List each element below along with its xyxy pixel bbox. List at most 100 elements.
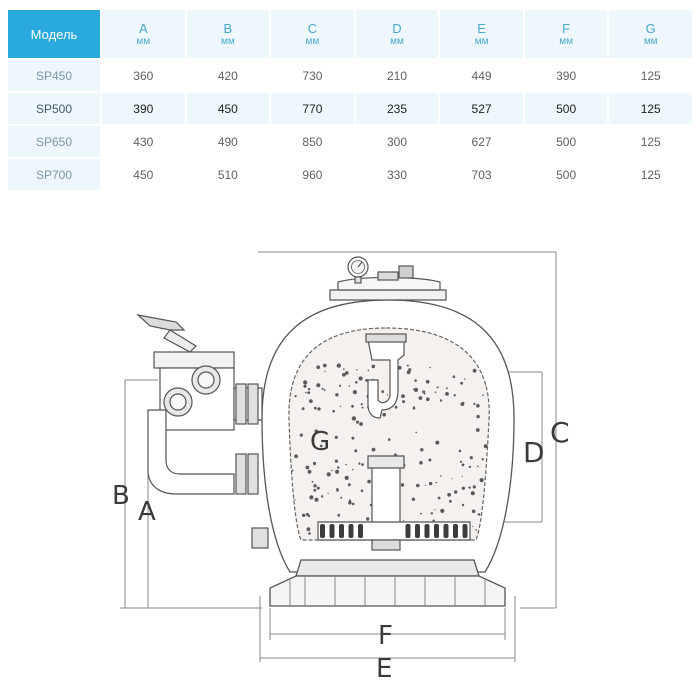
sand-grain <box>309 495 314 500</box>
sand-grain <box>356 369 358 371</box>
sand-grain <box>460 381 464 385</box>
table-cell: 125 <box>609 159 692 190</box>
table-cell: 850 <box>271 126 354 157</box>
sand-grain <box>303 380 308 385</box>
dimension-label-c: C <box>550 416 570 449</box>
sand-grain <box>459 460 463 463</box>
sand-grain <box>479 478 484 483</box>
sand-grain <box>451 478 453 480</box>
multiport-valve <box>136 314 269 549</box>
table-header-model: Модель <box>8 10 100 58</box>
sand-grain <box>339 405 342 408</box>
sand-grain <box>325 444 328 447</box>
sand-grain <box>321 387 324 390</box>
table-cell-model: SP450 <box>8 60 100 91</box>
sand-grain <box>320 495 324 498</box>
sand-grain <box>348 500 352 505</box>
sand-grain <box>316 365 321 370</box>
sand-grain <box>313 406 317 410</box>
table-cell-model: SP700 <box>8 159 100 190</box>
sand-grain <box>336 488 339 491</box>
sand-grain <box>420 448 424 452</box>
sand-grain <box>406 364 409 367</box>
sand-grain <box>411 497 416 501</box>
header-label: E <box>477 20 486 36</box>
header-label: G <box>645 20 656 36</box>
sand-grain <box>416 483 420 488</box>
sand-grain <box>322 363 327 368</box>
table-cell: 960 <box>271 159 354 190</box>
sand-grain <box>469 456 473 460</box>
sand-grain <box>351 404 354 408</box>
sand-grain <box>471 509 476 514</box>
lateral-slot <box>462 524 468 538</box>
table-cell: 500 <box>524 93 608 124</box>
sand-grain <box>309 399 313 403</box>
sand-grain <box>294 395 297 398</box>
laterals <box>320 524 468 538</box>
sand-grain <box>419 461 423 465</box>
lateral-slot <box>339 524 344 538</box>
sand-grain <box>360 403 363 406</box>
dimensions-table: Модель A мм B мм C мм D мм E мм F мм G м… <box>8 10 692 190</box>
sand-grain <box>307 514 311 518</box>
sand-grain <box>351 416 357 421</box>
sand-grain <box>319 444 323 448</box>
sand-grain <box>418 396 423 400</box>
sand-grain <box>343 368 345 370</box>
lateral-slot <box>415 524 420 538</box>
sand-grain <box>331 469 333 472</box>
sand-grain <box>313 484 317 488</box>
table-cell: 627 <box>440 126 523 157</box>
sand-grain <box>468 465 472 469</box>
header-unit: мм <box>305 35 320 47</box>
sand-grain <box>412 407 416 410</box>
sand-grain <box>302 513 306 517</box>
table-cell: 500 <box>524 126 608 157</box>
sand-grain <box>335 393 339 397</box>
sand-grain <box>415 431 418 434</box>
internal-pipes <box>317 333 471 551</box>
sand-grain <box>461 486 466 490</box>
lateral-slot <box>424 524 430 538</box>
lateral-slot <box>434 524 439 538</box>
sand-grain <box>340 496 343 499</box>
sand-grain <box>382 412 387 417</box>
sand-grain <box>434 391 437 394</box>
sand-grain <box>352 390 357 395</box>
header-unit: мм <box>390 35 404 47</box>
dimension-label-g: G <box>310 427 330 457</box>
sand-grain <box>445 392 449 396</box>
sand-grain <box>347 483 351 487</box>
table-cell: 125 <box>609 126 692 157</box>
sand-grain <box>475 428 480 432</box>
sand-grain <box>464 378 466 380</box>
lateral-slot <box>320 524 325 538</box>
sand-grain <box>355 381 358 384</box>
sand-grain <box>303 384 307 388</box>
sand-grain <box>334 435 338 439</box>
sand-grain <box>394 405 398 409</box>
sand-grain <box>367 369 370 372</box>
header-unit: мм <box>643 35 658 47</box>
table-cell: 730 <box>271 60 354 91</box>
sand-grain <box>454 490 458 494</box>
sand-grain <box>430 512 433 515</box>
sand-grain <box>381 390 385 393</box>
sand-grain <box>316 383 321 388</box>
sand-grain <box>401 394 405 398</box>
sand-grain <box>314 429 319 434</box>
sand-grain <box>428 458 432 462</box>
sand-grain <box>461 463 465 467</box>
sand-grain <box>335 469 340 474</box>
sand-grain <box>472 485 476 489</box>
sand-grain <box>307 391 311 395</box>
lateral-slot <box>348 524 354 538</box>
dimension-labels: A B C D E F G <box>112 416 570 684</box>
sand-grain <box>412 388 414 390</box>
header-unit: мм <box>559 35 573 47</box>
sand-grain <box>468 486 471 489</box>
sand-grain <box>348 385 351 387</box>
table-header-f: F мм <box>524 10 608 58</box>
